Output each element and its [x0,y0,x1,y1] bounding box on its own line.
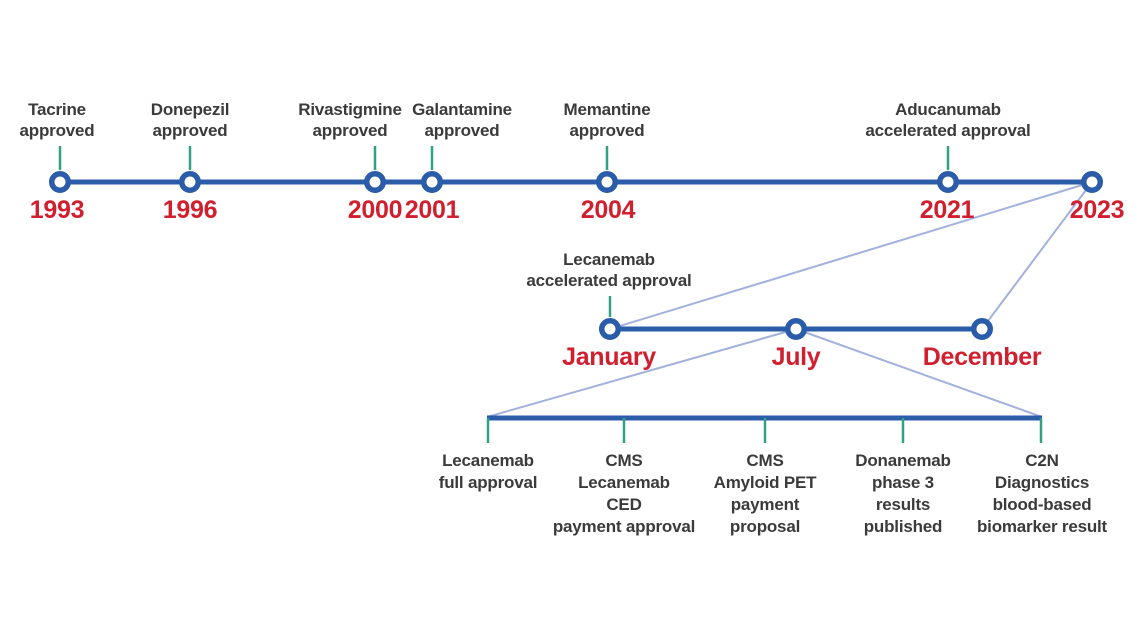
year-label: 1993 [29,196,85,224]
timeline-node [1081,171,1103,193]
milestone-label-line: Memantine [563,100,651,119]
event-label-line: full approval [438,473,538,492]
event-label-line: Lecanemab [578,473,670,492]
timeline-node [596,171,618,193]
timeline-node [364,171,386,193]
event-label-line: blood-based [992,495,1092,514]
year-label: 2001 [404,196,460,224]
year-label: 2000 [347,196,403,224]
milestone-label-line: Tacrine [28,100,86,119]
milestone-label-line: approved [19,121,95,140]
milestone-label: Aducanumab accelerated approval [865,99,1030,141]
milestone-label: Donepezil approved [151,99,230,141]
event-label-line: phase 3 [872,473,934,492]
event-label-line: Amyloid PET [713,473,817,492]
event-label-line: payment approval [552,517,696,536]
event-label-line: biomarker result [976,517,1108,536]
event-label: Lecanemab full approval [438,450,538,494]
timeline-node [937,171,959,193]
milestone-label-line: Donepezil [150,100,230,119]
event-label-line: CMS [605,451,643,470]
event-label: CMS Amyloid PET payment proposal [714,450,817,538]
milestone-label: Tacrine approved [20,99,95,141]
event-label-line: CMS [746,451,784,470]
event-label-line: payment [730,495,800,514]
milestone-label-line: approved [312,121,388,140]
timeline-node [785,318,807,340]
event-label-line: Lecanemab [442,451,534,470]
month-label: July [771,343,821,371]
month-label: December [922,343,1042,371]
event-label-line: CED [606,495,642,514]
event-label: C2N Diagnostics blood-based biomarker resul… [977,450,1107,538]
milestone-label-line: approved [569,121,645,140]
year-label: 2023 [1069,196,1125,224]
connector-2023-to-january [609,181,1093,330]
event-label-line: results [875,495,931,514]
event-label-line: published [863,517,943,536]
milestone-label: Memantine approved [564,99,651,141]
milestone-label: Galantamine approved [412,99,512,141]
milestone-label-line: Rivastigmine [298,100,402,119]
year-label: 2021 [919,196,975,224]
event-label-line: C2N [1025,451,1059,470]
event-label-line: proposal [729,517,801,536]
milestone-label-line: accelerated approval [865,121,1031,140]
connector-july-to-late-end [795,328,1043,418]
month-label: January [562,343,656,371]
connector-2023-to-december [981,181,1093,330]
event-label-line: Donanemab [855,451,951,470]
event-label-line: Diagnostics [994,473,1090,492]
timeline-node [971,318,993,340]
milestone-label-line: Lecanemab [563,250,655,269]
milestone-label: Lecanemab accelerated approval [526,249,691,291]
timeline-node [599,318,621,340]
year-label: 2004 [580,196,636,224]
milestone-label-line: Galantamine [412,100,512,119]
milestone-label-line: Aducanumab [895,100,1001,119]
event-label: Donanemab phase 3 results published [855,450,951,538]
milestone-label: Rivastigmine approved [298,99,402,141]
timeline-node [421,171,443,193]
milestone-label-line: accelerated approval [526,271,692,290]
year-label: 1996 [162,196,218,224]
connector-july-to-late-start [486,328,797,418]
milestone-label-line: approved [152,121,228,140]
timeline-node [49,171,71,193]
timeline-node [179,171,201,193]
milestone-label-line: approved [424,121,500,140]
